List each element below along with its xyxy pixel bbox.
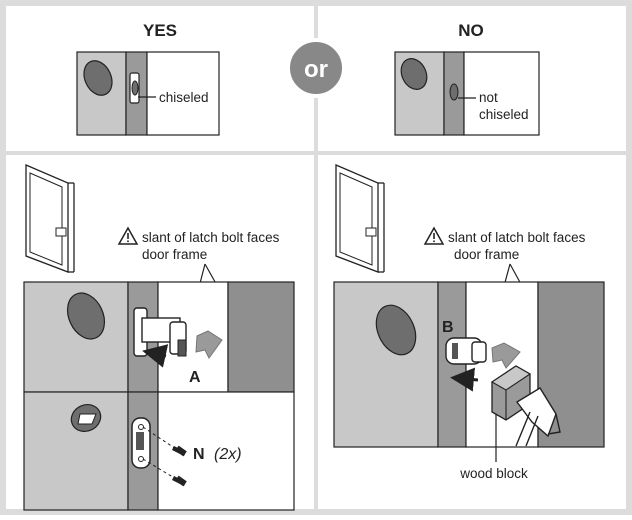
warning-text-line1: slant of latch bolt faces	[142, 230, 280, 245]
label-a: A	[189, 369, 201, 386]
vertical-divider	[314, 6, 318, 509]
panel-install-b: slant of latch bolt faces door frame B	[333, 164, 605, 481]
arrow-icon	[142, 344, 169, 368]
yes-door-illustration	[76, 51, 220, 136]
screw-icon	[142, 426, 187, 487]
direction-arrow	[491, 342, 521, 369]
not-label: not	[479, 90, 498, 105]
horizontal-divider	[6, 151, 626, 155]
latch-icon	[133, 307, 187, 357]
wood-block-label: wood block	[459, 466, 528, 481]
label-n: N	[193, 446, 205, 463]
no-heading: NO	[458, 21, 484, 40]
no-door-illustration	[394, 51, 540, 136]
door-icon	[25, 164, 75, 273]
chiseled-label: chiseled	[159, 90, 209, 105]
panel-yes: YES chiseled	[76, 21, 220, 136]
warning-text-line1: slant of latch bolt faces	[448, 230, 586, 245]
warning-icon	[423, 226, 445, 245]
bore-hole	[83, 60, 113, 96]
or-label: or	[304, 56, 328, 83]
bore-hole	[400, 58, 428, 90]
door-icon	[335, 164, 385, 273]
or-badge: or	[286, 38, 346, 98]
latch-icon	[445, 337, 487, 365]
door-edge-detail	[333, 281, 605, 448]
door-edge-detail	[23, 281, 295, 393]
warning-icon	[117, 226, 139, 245]
panel-no: NO not chiseled	[394, 21, 540, 136]
warning-text-line2: door frame	[454, 247, 519, 262]
chiseled-label-2: chiseled	[479, 107, 529, 122]
direction-arrow	[195, 330, 223, 359]
strike-plate-detail	[23, 391, 295, 511]
label-n-quantity: (2x)	[214, 446, 242, 463]
latch-hole	[449, 83, 459, 101]
yes-heading: YES	[143, 21, 177, 40]
label-b: B	[442, 319, 454, 336]
panel-install-a: slant of latch bolt faces door frame A	[23, 164, 295, 511]
warning-text-line2: door frame	[142, 247, 207, 262]
hammer-icon	[515, 387, 561, 447]
arrow-icon	[450, 367, 479, 392]
